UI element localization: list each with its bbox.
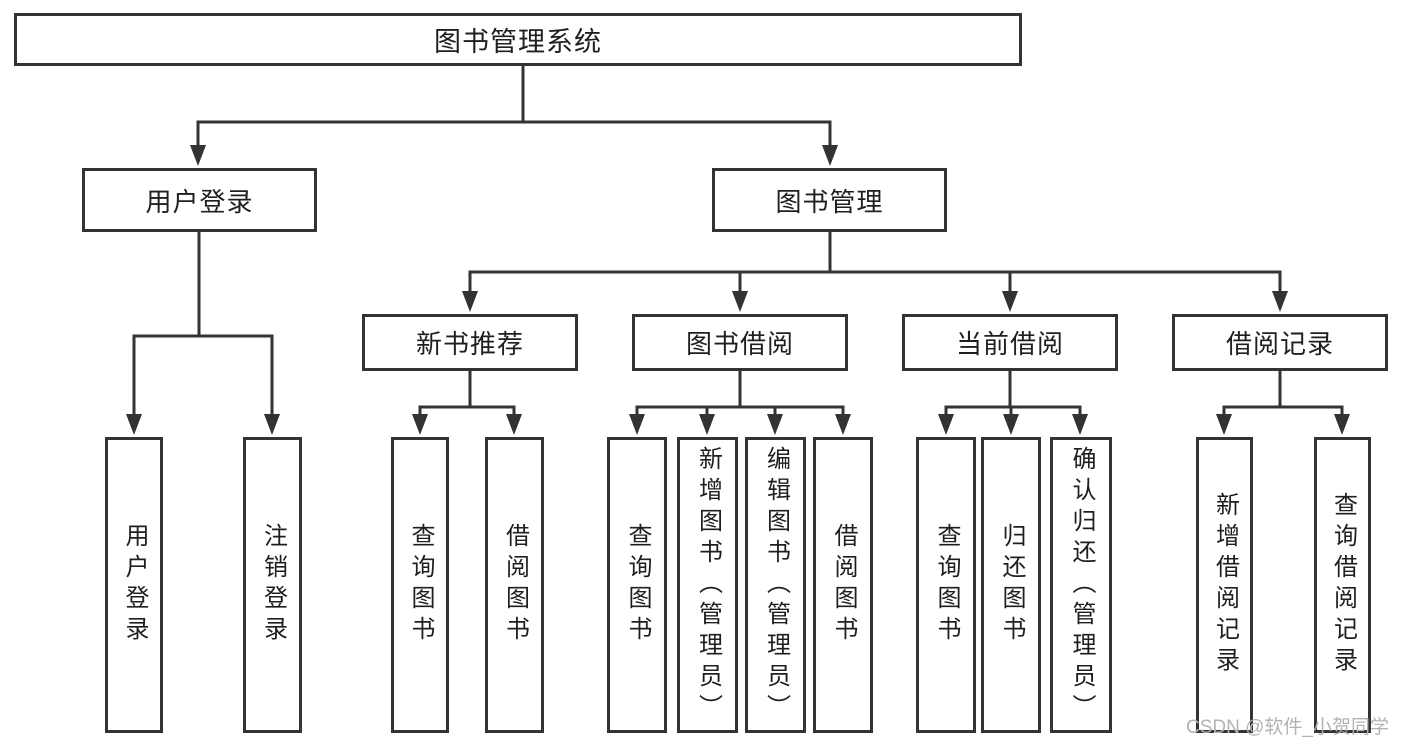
node-new-book-recommend: 新书推荐 (362, 314, 578, 371)
node-label: 查询图书 (624, 523, 651, 647)
arrowhead-icon (938, 414, 954, 435)
node-label: 新增借阅记录 (1211, 492, 1239, 678)
arrowhead-icon (835, 414, 851, 435)
leaf-add-borrow-record: 新增借阅记录 (1196, 437, 1253, 733)
node-label: 查询图书 (407, 523, 434, 647)
leaf-user-login: 用户登录 (105, 437, 163, 733)
arrowhead-icon (1002, 291, 1018, 312)
node-label: 借阅图书 (501, 523, 529, 647)
arrowhead-icon (1334, 414, 1350, 435)
arrowhead-icon (462, 291, 478, 312)
leaf-query-books-2: 查询图书 (607, 437, 667, 733)
node-label: 注销登录 (259, 523, 287, 647)
arrowhead-icon (1216, 414, 1232, 435)
node-current-borrowing: 当前借阅 (902, 314, 1118, 371)
leaf-edit-books-admin: 编辑图书（管理员） (745, 437, 806, 733)
node-user-login-branch: 用户登录 (82, 168, 317, 232)
node-library-management-system: 图书管理系统 (14, 13, 1022, 66)
arrowhead-icon (629, 414, 645, 435)
arrowhead-icon (126, 414, 142, 435)
node-label: 确认归还（管理员） (1068, 445, 1095, 725)
arrowhead-icon (190, 145, 206, 166)
arrowhead-icon (767, 414, 783, 435)
node-label: 新书推荐 (415, 329, 524, 359)
node-label: 借阅图书 (830, 523, 857, 647)
node-label: 归还图书 (998, 523, 1025, 647)
node-label: 查询借阅记录 (1329, 492, 1357, 678)
node-label: 图书管理系统 (434, 27, 602, 57)
leaf-query-borrow-record: 查询借阅记录 (1314, 437, 1371, 733)
node-book-borrowing: 图书借阅 (632, 314, 848, 371)
leaf-confirm-return-admin: 确认归还（管理员） (1050, 437, 1112, 733)
node-label: 图书借阅 (685, 329, 794, 359)
node-label: 用户登录 (121, 523, 148, 647)
arrowhead-icon (1003, 414, 1019, 435)
node-label: 用户登录 (145, 186, 254, 217)
leaf-query-books-3: 查询图书 (916, 437, 976, 733)
arrowhead-icon (506, 414, 522, 435)
leaf-borrow-books-2: 借阅图书 (813, 437, 873, 733)
arrowhead-icon (1272, 291, 1288, 312)
node-label: 借阅记录 (1225, 329, 1334, 359)
node-label: 新增图书（管理员） (694, 445, 722, 725)
leaf-logout: 注销登录 (243, 437, 302, 733)
arrowhead-icon (1072, 414, 1088, 435)
arrowhead-icon (412, 414, 428, 435)
node-label: 当前借阅 (955, 329, 1064, 359)
arrowhead-icon (732, 291, 748, 312)
leaf-add-books-admin: 新增图书（管理员） (677, 437, 738, 733)
leaf-query-books-1: 查询图书 (391, 437, 449, 733)
leaf-borrow-books-1: 借阅图书 (485, 437, 544, 733)
watermark: CSDN @软件_小贺同学 (1186, 717, 1389, 738)
node-label: 查询图书 (933, 523, 960, 647)
arrowhead-icon (699, 414, 715, 435)
leaf-return-books: 归还图书 (981, 437, 1041, 733)
node-label: 编辑图书（管理员） (762, 445, 790, 725)
node-book-management-branch: 图书管理 (712, 168, 947, 232)
arrowhead-icon (264, 414, 280, 435)
node-borrowing-records: 借阅记录 (1172, 314, 1388, 371)
arrowhead-icon (822, 145, 838, 166)
node-label: 图书管理 (775, 186, 884, 217)
